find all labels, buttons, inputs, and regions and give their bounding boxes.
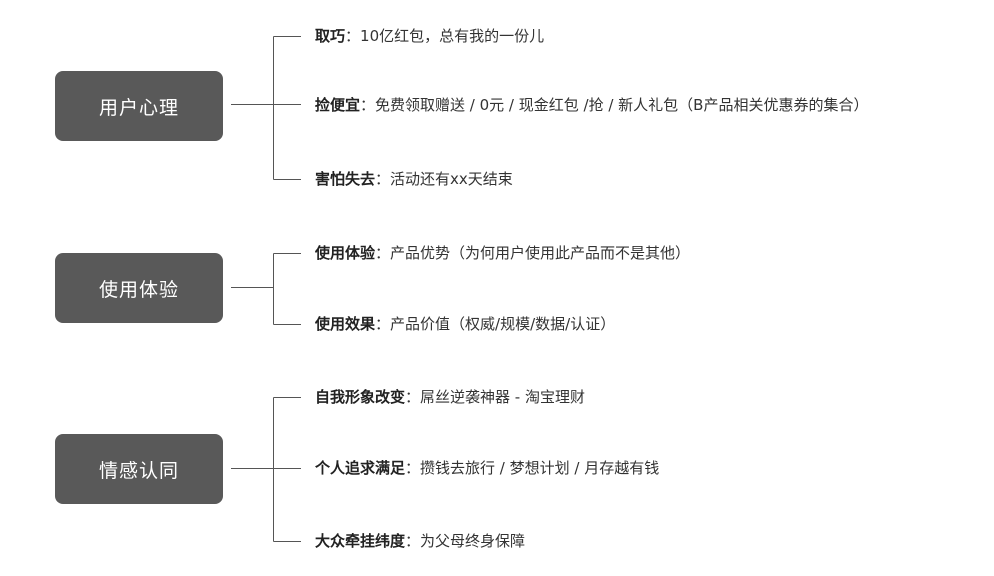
- leaf-item: 使用效果：产品价值（权威/规模/数据/认证）: [315, 314, 615, 334]
- leaf-term: 取巧: [315, 27, 346, 45]
- node-label: 用户心理: [98, 96, 179, 119]
- leaf-separator: ：: [405, 532, 421, 550]
- leaf-separator: ：: [360, 96, 376, 114]
- node-emotional-identity: 情感认同: [55, 434, 223, 504]
- node-label: 情感认同: [98, 459, 179, 482]
- leaf-desc: 攒钱去旅行 / 梦想计划 / 月存越有钱: [420, 459, 660, 477]
- leaf-term: 捡便宜: [315, 96, 361, 114]
- leaf-separator: ：: [405, 388, 421, 406]
- leaf-item: 个人追求满足：攒钱去旅行 / 梦想计划 / 月存越有钱: [315, 458, 659, 478]
- leaf-separator: ：: [405, 459, 421, 477]
- leaf-separator: ：: [345, 27, 361, 45]
- leaf-separator: ：: [375, 315, 391, 333]
- leaf-desc: 产品价值（权威/规模/数据/认证）: [390, 315, 616, 333]
- node-label: 使用体验: [98, 278, 179, 301]
- leaf-separator: ：: [375, 170, 391, 188]
- node-user-psychology: 用户心理: [55, 71, 223, 141]
- leaf-item: 害怕失去：活动还有xx天结束: [315, 169, 513, 189]
- leaf-desc: 为父母终身保障: [420, 532, 526, 550]
- leaf-term: 大众牵挂纬度: [315, 532, 406, 550]
- leaf-term: 个人追求满足: [315, 459, 406, 477]
- leaf-term: 自我形象改变: [315, 388, 406, 406]
- leaf-item: 使用体验：产品优势（为何用户使用此产品而不是其他）: [315, 243, 690, 263]
- leaf-item: 自我形象改变：屌丝逆袭神器 - 淘宝理财: [315, 387, 585, 407]
- leaf-separator: ：: [375, 244, 391, 262]
- node-usage-experience: 使用体验: [55, 253, 223, 323]
- leaf-desc: 免费领取赠送 / 0元 / 现金红包 /抢 / 新人礼包（B产品相关优惠券的集合…: [375, 96, 869, 114]
- leaf-desc: 活动还有xx天结束: [390, 170, 513, 188]
- leaf-term: 使用体验: [315, 244, 376, 262]
- leaf-term: 害怕失去: [315, 170, 376, 188]
- leaf-item: 捡便宜：免费领取赠送 / 0元 / 现金红包 /抢 / 新人礼包（B产品相关优惠…: [315, 95, 868, 115]
- leaf-item: 大众牵挂纬度：为父母终身保障: [315, 531, 525, 551]
- leaf-term: 使用效果: [315, 315, 376, 333]
- leaf-desc: 产品优势（为何用户使用此产品而不是其他）: [390, 244, 691, 262]
- leaf-desc: 屌丝逆袭神器 - 淘宝理财: [420, 388, 585, 406]
- leaf-desc: 10亿红包，总有我的一份儿: [360, 27, 545, 45]
- leaf-item: 取巧：10亿红包，总有我的一份儿: [315, 26, 544, 46]
